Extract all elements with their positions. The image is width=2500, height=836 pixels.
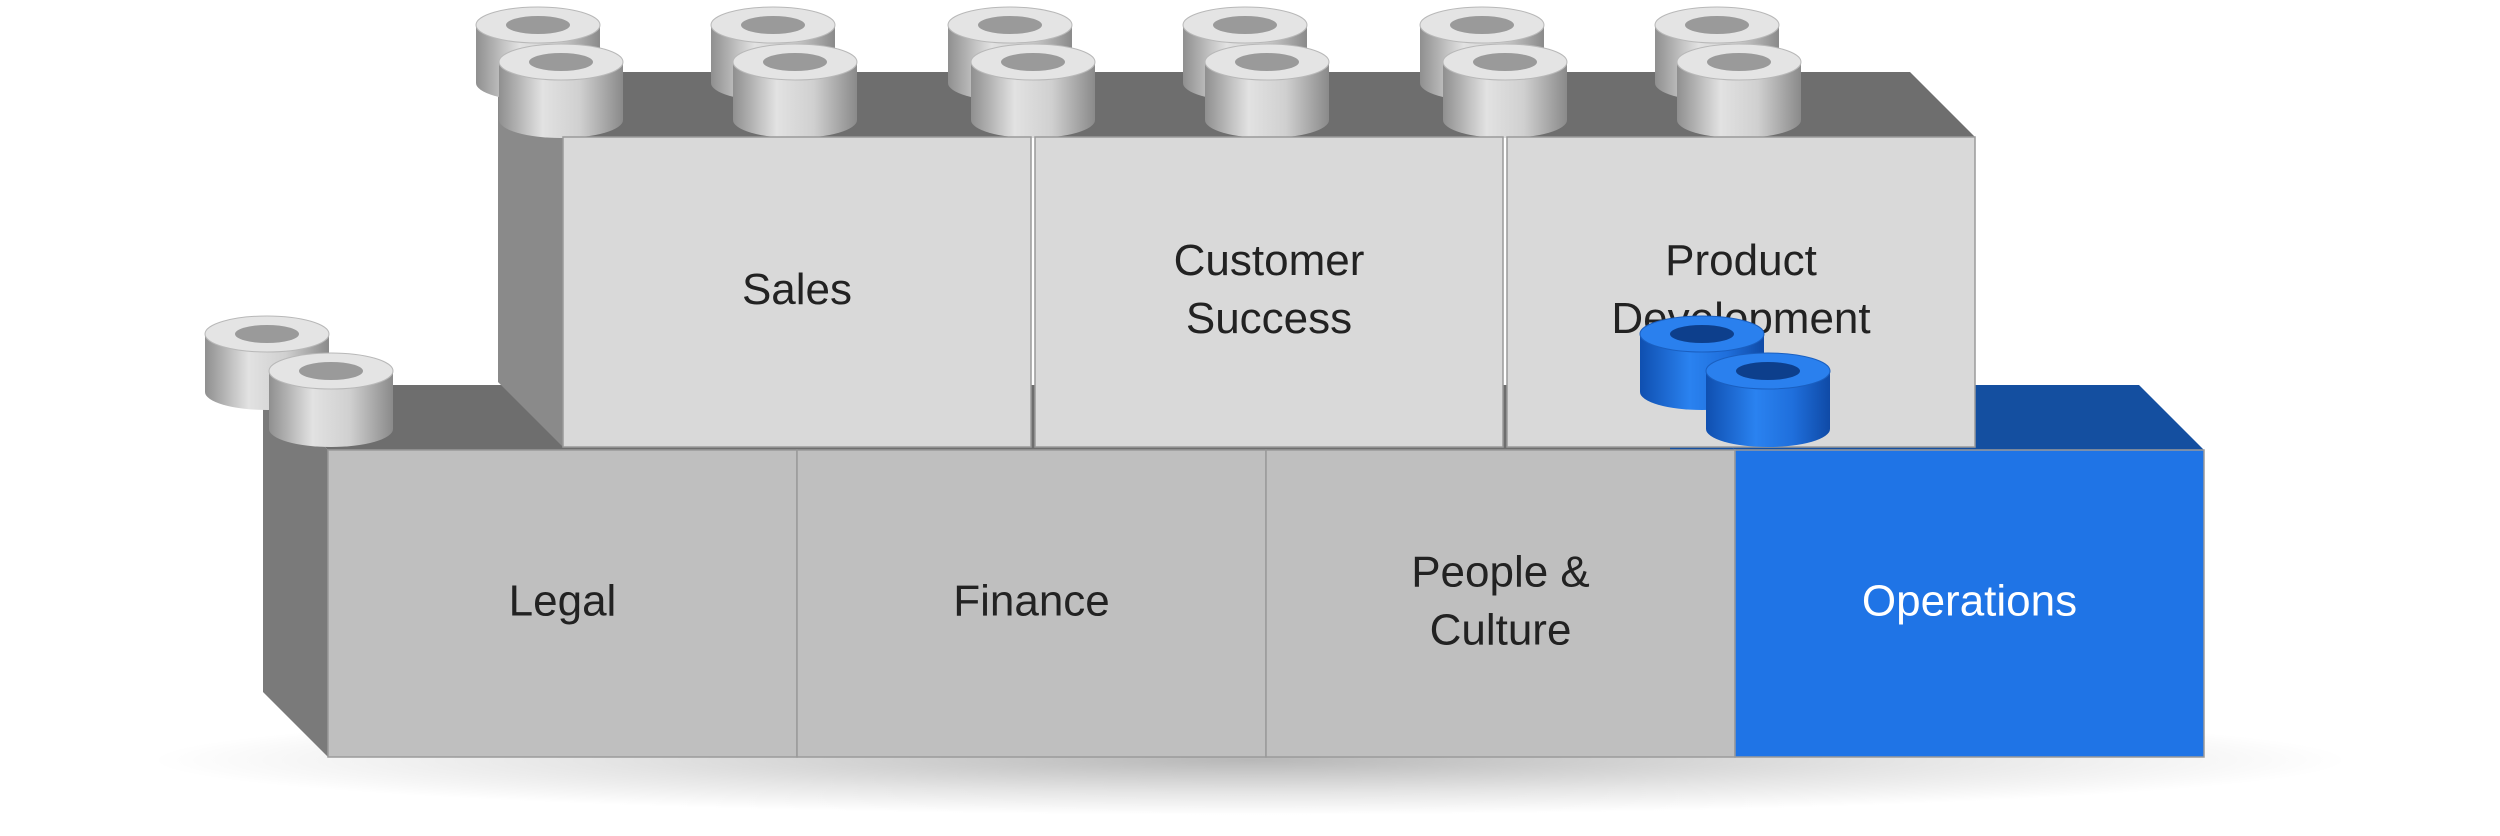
bottom-block-2-label: People &Culture: [1411, 547, 1590, 654]
bottom-row-studs: [204, 315, 1831, 447]
bottom-block-1: Finance: [796, 449, 1267, 758]
bottom-block-0-face: [327, 449, 798, 758]
top-block-0-label: Sales: [742, 265, 852, 314]
top-block-2-stud-1-front: [1676, 43, 1802, 138]
top-block-0: Sales: [562, 136, 1032, 448]
top-block-1-stud-0-front: [970, 43, 1096, 138]
bottom-block-2: People &Culture: [1265, 449, 1736, 758]
bottom-block-1-label: Finance: [953, 576, 1110, 625]
top-block-0-stud-1-front: [732, 43, 858, 138]
top-row-studs: [475, 6, 1802, 138]
top-block-2-stud-0-front: [1442, 43, 1568, 138]
top-block-0-face: [562, 136, 1032, 448]
bottom-block-0-stud-front: [268, 352, 394, 447]
top-block-1-stud-1-front: [1204, 43, 1330, 138]
bottom-row-blocks: Legal Finance People &Culture Operations: [327, 449, 2205, 758]
bottom-block-3-label: Operations: [1862, 576, 2077, 625]
bottom-block-0-label: Legal: [509, 576, 617, 625]
bottom-block-2-face: [1265, 449, 1736, 758]
bottom-block-3-face: [1734, 449, 2205, 758]
bottom-block-3-stud-front: [1705, 352, 1831, 447]
bottom-block-1-face: [796, 449, 1267, 758]
bottom-block-3: Operations: [1734, 449, 2205, 758]
top-block-0-stud-0-front: [498, 43, 624, 138]
bottom-block-0: Legal: [327, 449, 798, 758]
top-block-1-face: [1034, 136, 1504, 448]
